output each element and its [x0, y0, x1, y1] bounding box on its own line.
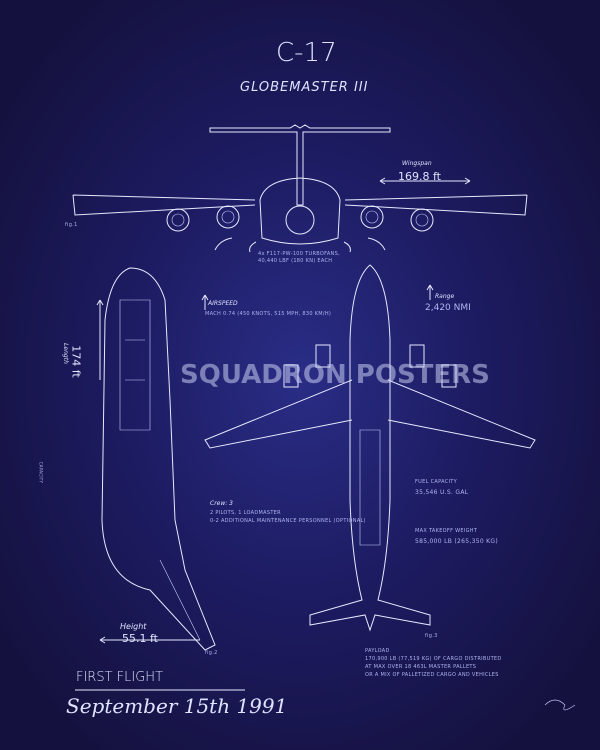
payload-line1: 170,900 LB (77,519 KG) OF CARGO DISTRIBU…	[365, 656, 502, 662]
first-flight-date: September 15th 1991	[66, 694, 288, 718]
side-view-drawing	[96, 267, 216, 651]
crew-label: Crew: 3	[210, 500, 234, 507]
mtow-label: MAX TAKEOFF WEIGHT	[415, 528, 478, 534]
crew-line1: 2 PILOTS, 1 LOADMASTER	[210, 510, 281, 516]
wingspan-value: 169.8 ft	[398, 170, 441, 183]
poster-title: C-17	[276, 38, 337, 68]
mtow-value: 585,000 LB (265,350 KG)	[415, 538, 498, 545]
poster-subtitle: GLOBEMASTER III	[240, 80, 369, 95]
range-label: Range	[435, 293, 455, 300]
payload-line2: AT MAX OVER 18 463L MASTER PALLETS	[365, 664, 477, 670]
fig1-label: fig.1	[65, 222, 78, 228]
payload-label: PAYLOAD	[365, 648, 390, 654]
length-value: 174 ft	[69, 345, 83, 378]
top-view-drawing	[75, 264, 536, 691]
artist-signature	[544, 699, 576, 711]
watermark: SQUADRON POSTERS	[180, 360, 490, 390]
fig3-label: fig.3	[425, 633, 438, 639]
airspeed-value: MACH 0.74 (450 KNOTS, 515 MPH, 830 KM/H)	[205, 311, 332, 317]
length-label: Length	[61, 343, 69, 364]
crew-line2: 0-2 ADDITIONAL MAINTENANCE PERSONNEL (OP…	[210, 518, 366, 524]
payload-line3: OR A MIX OF PALLETIZED CARGO AND VEHICLE…	[365, 672, 499, 678]
range-value: 2,420 NMI	[425, 303, 471, 313]
height-label: Height	[120, 622, 147, 631]
fuel-value: 35,546 U.S. GAL	[415, 489, 469, 496]
engines-line2: 40,440 LBF (180 KN) EACH	[258, 258, 333, 264]
capacity-label: CAPACITY	[38, 461, 44, 484]
wingspan-label: Wingspan	[402, 160, 432, 167]
fig2-label: fig.2	[205, 650, 218, 656]
airspeed-label: AIRSPEED	[208, 300, 238, 307]
fuel-label: FUEL CAPACITY	[415, 479, 457, 485]
first-flight-label: FIRST FLIGHT	[76, 670, 164, 685]
height-value: 55.1 ft	[122, 632, 158, 645]
engines-line1: 4x F117-PW-100 TURBOFANS,	[258, 251, 340, 257]
front-view-drawing	[72, 124, 528, 253]
